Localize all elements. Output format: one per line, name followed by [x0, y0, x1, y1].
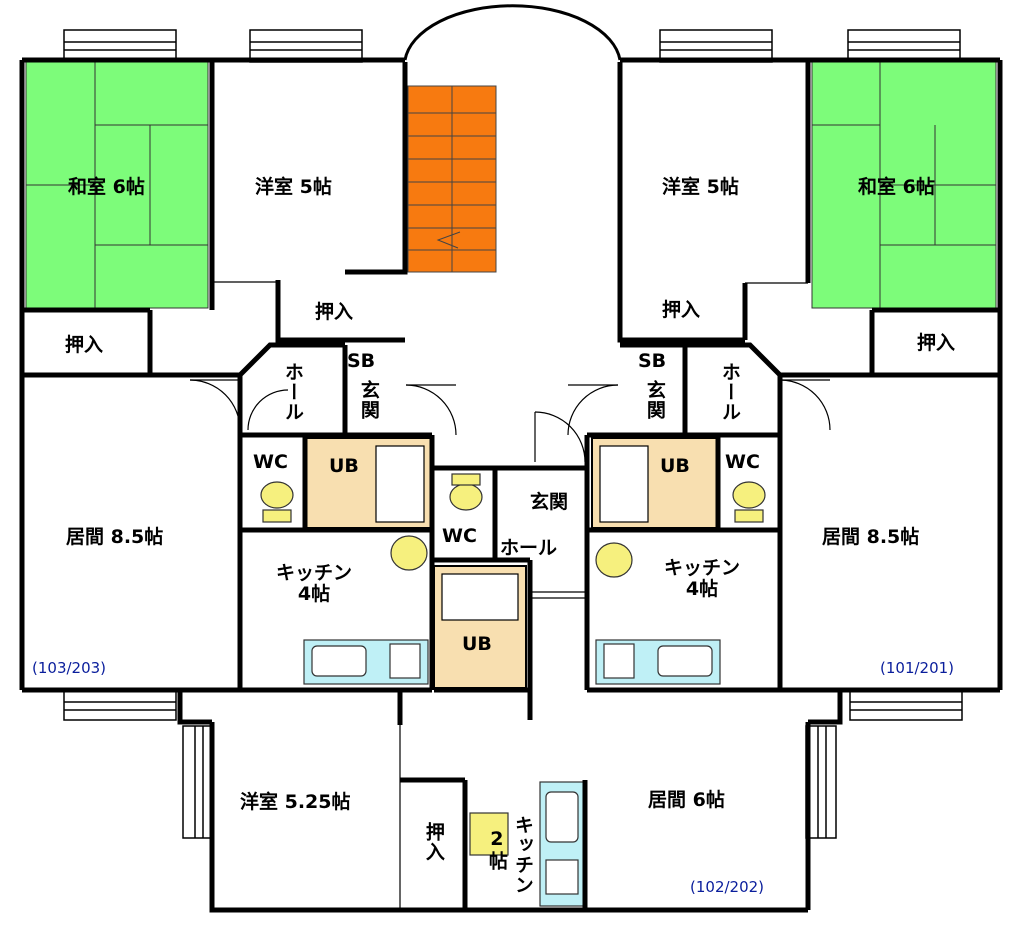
- closet-left-youshitsu: 押入: [315, 301, 354, 323]
- genkan-center: 玄関: [530, 491, 569, 513]
- kitchen-left-size: 4帖: [297, 582, 331, 605]
- kitchen-bottom: キッチン: [511, 815, 534, 895]
- kitchen-left-label: キッチン: [275, 562, 352, 584]
- sb-left: SB: [347, 350, 376, 372]
- wc-left: WC: [253, 451, 288, 473]
- unit-number-right: (101/201): [880, 659, 955, 677]
- tatami-left: [25, 61, 209, 309]
- room-youshitsu-bottom: 洋室 5.25帖: [240, 791, 351, 813]
- wc-center: WC: [442, 525, 477, 547]
- hall-left: ホール: [281, 362, 304, 422]
- hall-right: ホール: [718, 362, 741, 422]
- closet-left-washitsu: 押入: [65, 334, 104, 356]
- room-washitsu-left: 和室 6帖: [68, 176, 145, 198]
- wc-right: WC: [725, 451, 760, 473]
- closet-right-washitsu: 押入: [917, 332, 956, 354]
- windows: [63, 29, 963, 839]
- kitchen-left: キッチン 4帖: [262, 563, 366, 605]
- room-youshitsu-left: 洋室 5帖: [255, 176, 332, 198]
- room-ima-right: 居間 8.5帖: [822, 526, 920, 548]
- kitchen-bottom-size: 2帖: [485, 828, 508, 871]
- stair-hall-arch: [403, 4, 622, 61]
- unit-number-left: (103/203): [32, 659, 107, 677]
- ub-left: UB: [329, 455, 359, 477]
- genkan-right: 玄関: [643, 380, 666, 420]
- ub-right: UB: [660, 455, 690, 477]
- staircase: [407, 85, 497, 273]
- unit-number-bottom: (102/202): [690, 878, 765, 896]
- kitchen-counters: [303, 639, 721, 907]
- genkan-left: 玄関: [357, 380, 380, 420]
- kitchen-right-label: キッチン: [663, 557, 740, 579]
- room-ima-left: 居間 8.5帖: [66, 526, 164, 548]
- room-youshitsu-right: 洋室 5帖: [662, 176, 739, 198]
- walls: [19, 57, 1003, 913]
- room-ima-bottom: 居間 6帖: [648, 789, 725, 811]
- thin-walls: [212, 281, 808, 910]
- kitchen-right-size: 4帖: [685, 577, 719, 600]
- toilets: [260, 473, 766, 856]
- ub-center: UB: [462, 633, 492, 655]
- room-washitsu-right: 和室 6帖: [858, 176, 935, 198]
- closet-bottom: 押入: [422, 822, 445, 862]
- kitchen-right: キッチン 4帖: [650, 558, 754, 600]
- sb-right: SB: [638, 350, 667, 372]
- tatami-right: [811, 61, 997, 309]
- closet-right-youshitsu: 押入: [662, 299, 701, 321]
- hall-center: ホール: [500, 537, 558, 559]
